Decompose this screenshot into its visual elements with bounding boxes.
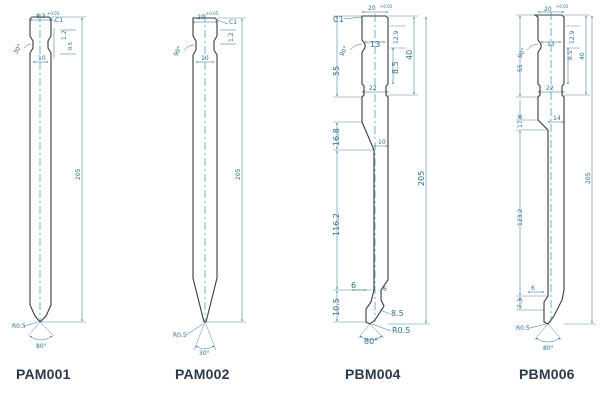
pam001-tip-angle-label: 80°	[36, 343, 47, 350]
pbm004-lower-offset-r-label: 6	[383, 286, 387, 293]
pbm004-tip-edge-label: 8.5	[391, 309, 404, 318]
pbm004-upper-height-label: 40	[405, 50, 414, 60]
pbm006-outline	[533, 14, 565, 325]
tool-name-pbm006: PBM006	[519, 366, 575, 382]
pbm004-chamfer-label: C1	[333, 15, 344, 24]
pam001-tip-radius-label: R0.5	[12, 323, 26, 330]
pbm006-lower-height-label: 7.3	[517, 298, 524, 308]
pbm006-tip-angle-label: 80°	[543, 345, 554, 352]
pam002-inner-width-label: 10	[201, 55, 209, 62]
pbm004-top-tol-label: +0.05	[380, 4, 393, 9]
pbm006-lower-offset-label: 6	[531, 285, 535, 292]
pbm006-blade-width-label: 14	[553, 115, 561, 122]
pbm004-lower-height-label: 10.5	[332, 298, 341, 316]
tool-name-pam002: PAM002	[175, 366, 230, 382]
pam002-chamfer-label: C1	[229, 19, 237, 26]
pbm006-notch-width-label: 13	[547, 41, 555, 48]
pbm006-notch-depth-label: 12.9	[569, 30, 576, 44]
tool-drawing-pam001: 8.3 +0.05 C1 30° 1.2 0.5 10 205 R0.5 80°	[12, 11, 86, 350]
pam001-notch-angle-label: 30°	[12, 43, 23, 56]
pam002-notch-angle-label: 90°	[172, 45, 183, 58]
pbm006-upper-height-label: 40	[579, 52, 586, 60]
pbm004-mid-width-label: 22	[369, 85, 377, 92]
pam001-neck-offset-label: 0.5	[68, 42, 74, 50]
pam001-notch-depth-label: 1.2	[61, 30, 68, 40]
pam001-inner-width-label: 10	[38, 55, 46, 62]
pam001-height-label: 205	[75, 168, 82, 180]
pbm004-notch-angle-label: 90°	[338, 45, 349, 58]
pam001-chamfer-label: C1	[55, 17, 63, 24]
pam002-tip-angle-label: 30°	[199, 350, 210, 357]
pam001-outline	[29, 16, 52, 323]
pbm004-blade-width-label: 10	[378, 139, 386, 146]
pbm006-taper-height-label: 17.8	[517, 114, 524, 128]
pbm006-tip-radius-label: R0.5	[516, 325, 530, 332]
pbm006-notch-angle-label: 90°	[516, 47, 527, 60]
pbm004-lower-offset-label: 6	[351, 281, 356, 290]
pbm004-taper-height-label: 16.8	[332, 128, 341, 146]
pbm004-notch-depth-label: 12.9	[393, 30, 400, 44]
tool-drawing-pbm006: 20 +0.05 90° 13 12.9 8.5 40 55 22 17.8 1…	[516, 4, 596, 352]
pbm004-shoulder-label: 8.5	[391, 61, 400, 74]
pbm004-height-label: 205	[417, 171, 426, 186]
pbm004-tip-angle-label: 80°	[364, 337, 378, 346]
tool-drawing-pam002: 20 +0.05 C1 90° 1.2 10 205 R0.5 30°	[172, 11, 246, 357]
pbm006-top-width-label: 20	[544, 6, 552, 13]
pbm006-top-tol-label: +0.05	[556, 4, 569, 9]
pam002-tip-radius-label: R0.5	[173, 332, 187, 339]
pbm004-top-width-label: 20	[368, 5, 376, 12]
pbm006-blade-length-label: 123.2	[517, 209, 524, 226]
pbm004-top-section-label: 55	[332, 66, 341, 76]
pam002-top-tol-label: +0.05	[206, 11, 219, 16]
pam001-top-width-label: 8.3	[36, 13, 46, 20]
pam002-top-width-label: 20	[197, 14, 205, 21]
tool-drawing-pbm004: 20 +0.05 C1 90° 13 12.9 8.5 40 55 22 16.…	[332, 4, 430, 346]
pbm004-tip-radius-label: R0.5	[392, 326, 410, 335]
tool-name-pbm004: PBM004	[345, 366, 401, 382]
pbm006-mid-width-label: 22	[546, 85, 554, 92]
pbm006-height-label: 205	[585, 172, 592, 184]
pbm004-notch-width-label: 13	[370, 40, 380, 49]
pam001-top-tol-label: +0.05	[47, 11, 60, 16]
pbm006-top-section-label: 55	[517, 64, 524, 72]
pbm004-blade-length-label: 116.2	[332, 213, 341, 236]
pbm006-shoulder-label: 8.5	[567, 50, 574, 60]
tool-name-pam001: PAM001	[16, 366, 71, 382]
pam002-notch-depth-label: 1.2	[228, 32, 235, 42]
pam002-height-label: 205	[235, 168, 242, 180]
